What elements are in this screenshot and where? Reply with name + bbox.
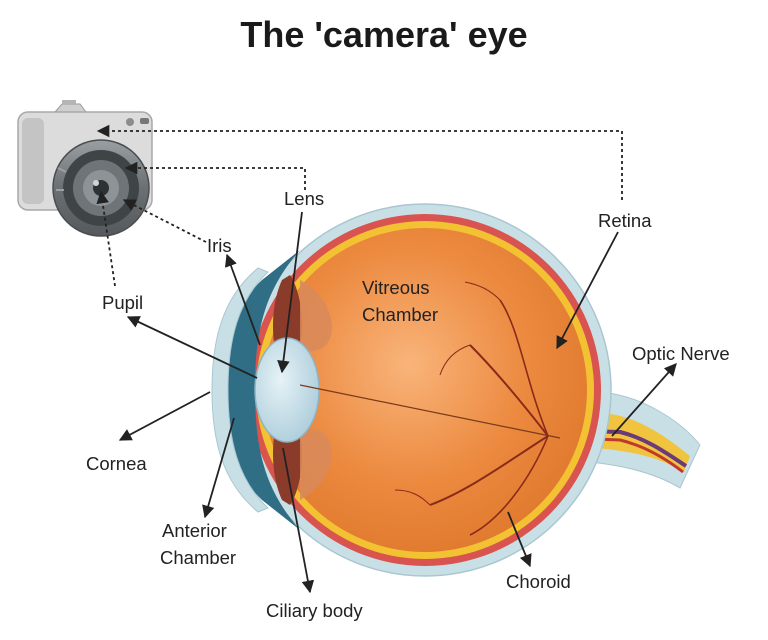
label-anterior: Anterior bbox=[162, 520, 227, 541]
label-lens: Lens bbox=[284, 188, 325, 209]
label-iris: Iris bbox=[207, 235, 232, 256]
label-choroid: Choroid bbox=[506, 571, 571, 592]
eyeball bbox=[211, 203, 612, 577]
camera-leaders bbox=[96, 124, 623, 287]
camera-icon bbox=[17, 100, 153, 237]
eye-leaders bbox=[118, 211, 677, 594]
label-ciliary-body: Ciliary body bbox=[266, 600, 363, 621]
label-cornea: Cornea bbox=[86, 453, 147, 474]
page-title: The 'camera' eye bbox=[240, 14, 528, 55]
label-pupil: Pupil bbox=[102, 292, 144, 313]
label-retina: Retina bbox=[598, 210, 652, 231]
label-optic-nerve: Optic Nerve bbox=[632, 343, 730, 364]
label-chamber: Chamber bbox=[362, 304, 439, 325]
label-anterior-chamber: Chamber bbox=[160, 547, 237, 568]
label-vitreous: Vitreous bbox=[362, 277, 430, 298]
